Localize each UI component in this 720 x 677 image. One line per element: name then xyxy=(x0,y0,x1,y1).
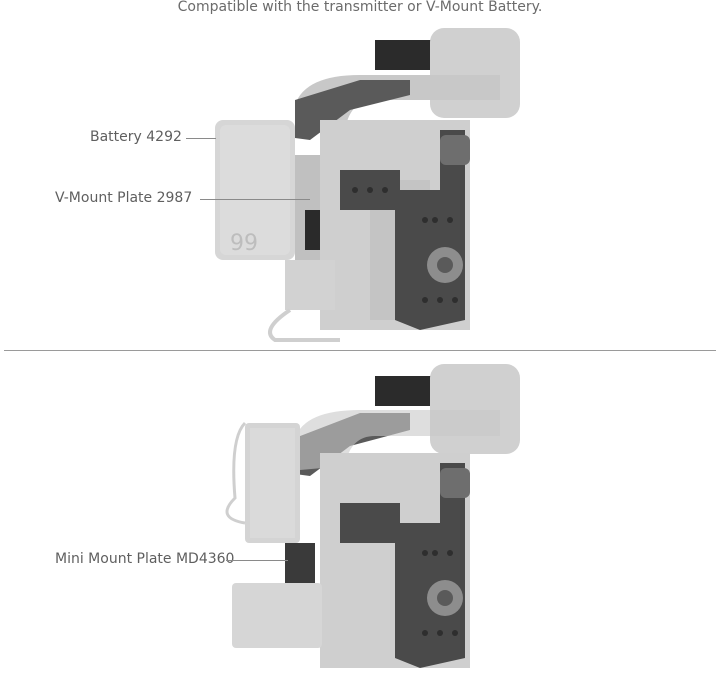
battery-marking: 99 xyxy=(230,231,258,256)
panel-divider xyxy=(4,350,716,351)
label-battery: Battery 4292 xyxy=(90,129,182,145)
small-battery xyxy=(232,583,322,648)
power-cable xyxy=(268,308,340,342)
handle-grip xyxy=(430,28,520,118)
side-module xyxy=(285,260,335,310)
label-v-mount-plate: V-Mount Plate 2987 xyxy=(55,190,193,206)
cage-side-plate xyxy=(340,130,465,330)
top-knob xyxy=(440,135,470,165)
leader-mini-mount-plate xyxy=(226,560,288,561)
transmitter-cable xyxy=(225,421,247,525)
top-knob-bottom xyxy=(440,468,470,498)
leader-battery xyxy=(186,138,216,139)
mini-mount-plate xyxy=(285,543,315,583)
cage-side-plate-bottom xyxy=(340,463,465,668)
label-mini-mount-plate: Mini Mount Plate MD4360 xyxy=(55,551,235,567)
bottom-camera-rig-illustration xyxy=(225,364,520,668)
leader-v-mount-plate xyxy=(200,199,310,200)
top-camera-rig-illustration: 99 xyxy=(215,28,520,342)
handle-grip-bottom xyxy=(430,364,520,454)
page-caption: Compatible with the transmitter or V-Mou… xyxy=(177,0,543,15)
